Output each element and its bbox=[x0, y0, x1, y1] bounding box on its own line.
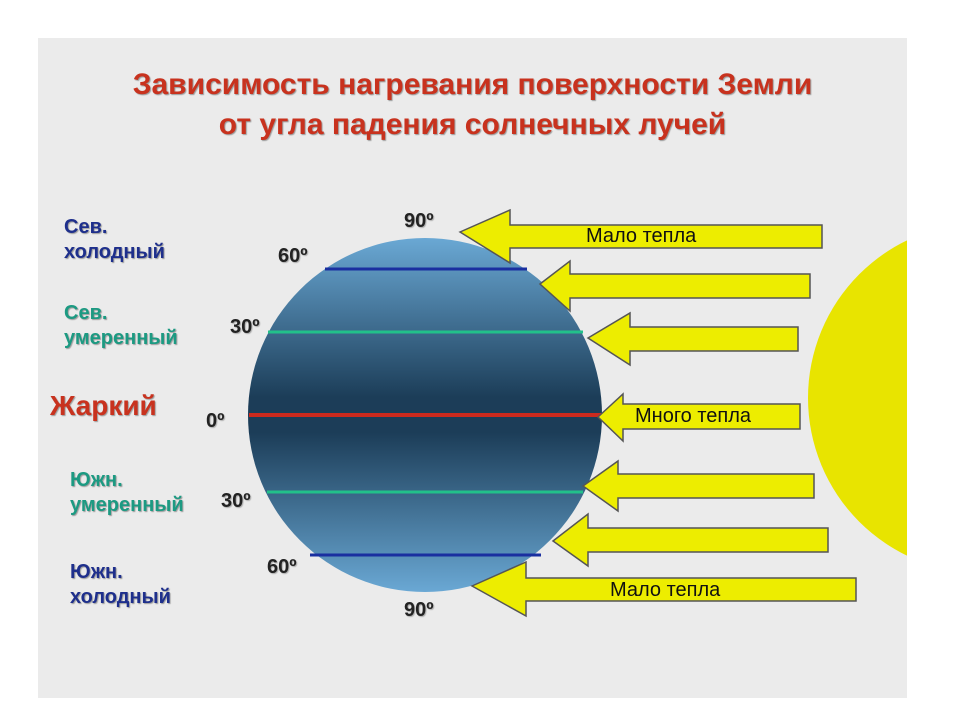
arrow-label-middle: Много тепла bbox=[635, 405, 752, 427]
zone-south-cold-line-1: Южн. bbox=[70, 561, 123, 583]
zone-north-temperate-line-1: Сев. bbox=[64, 302, 108, 324]
zone-north-cold: Сев. холодный bbox=[64, 215, 165, 265]
arrow-2 bbox=[538, 259, 811, 313]
arrow-3 bbox=[586, 311, 799, 367]
arrow-label-bottom: Мало тепла bbox=[610, 579, 721, 601]
zone-north-cold-line-1: Сев. bbox=[64, 216, 108, 238]
lat-90-north: 90º bbox=[404, 210, 434, 232]
arrow-7 bbox=[470, 560, 857, 618]
arrow-6 bbox=[551, 512, 829, 568]
lat-30-north: 30º bbox=[230, 316, 260, 338]
zone-south-cold: Южн. холодный bbox=[70, 560, 171, 610]
zone-south-temperate-line-1: Южн. bbox=[70, 469, 123, 491]
lat-90-south: 90º bbox=[404, 599, 434, 621]
lat-60-south: 60º bbox=[267, 556, 297, 578]
diagram-svg bbox=[248, 208, 907, 618]
zone-hot: Жаркий bbox=[50, 390, 157, 421]
zone-north-temperate-line-2: умеренный bbox=[64, 327, 178, 349]
arrow-label-top: Мало тепла bbox=[586, 225, 697, 247]
zone-south-temperate: Южн. умеренный bbox=[70, 468, 184, 518]
zone-south-cold-line-2: холодный bbox=[70, 586, 171, 608]
title-line-1: Зависимость нагревания поверхности Земли bbox=[132, 68, 813, 101]
zone-south-temperate-line-2: умеренный bbox=[70, 494, 184, 516]
lat-30-south: 30º bbox=[221, 490, 251, 512]
lat-60-north: 60º bbox=[278, 245, 308, 267]
lat-equator: 0º bbox=[206, 410, 225, 432]
zone-north-cold-line-2: холодный bbox=[64, 241, 165, 263]
arrow-1 bbox=[458, 208, 823, 265]
zone-north-temperate: Сев. умеренный bbox=[64, 301, 178, 351]
slide: Зависимость нагревания поверхности Земли… bbox=[38, 38, 907, 698]
arrow-4 bbox=[596, 392, 801, 443]
title-line-2: от угла падения солнечных лучей bbox=[218, 108, 727, 141]
arrow-5 bbox=[581, 459, 815, 513]
sun-icon bbox=[808, 240, 907, 556]
